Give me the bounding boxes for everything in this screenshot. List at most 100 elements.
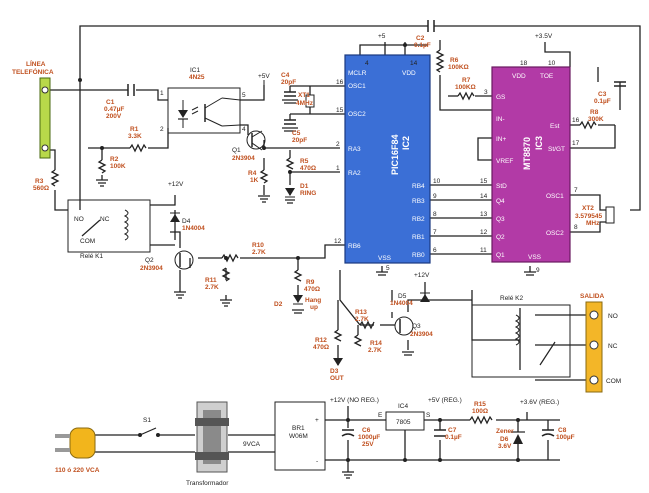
mt-pin-std: StD bbox=[496, 183, 507, 190]
r15-value: 100Ω bbox=[472, 408, 488, 415]
mt-pin-q4: Q4 bbox=[496, 198, 505, 205]
mt-num-8: 8 bbox=[574, 224, 578, 231]
terminal-screw bbox=[589, 340, 599, 350]
ground-icon bbox=[258, 195, 270, 203]
ic4-s: S bbox=[426, 412, 431, 419]
pic-num-6: 6 bbox=[433, 247, 437, 254]
mt-pin-inp: IN+ bbox=[496, 136, 507, 143]
junction-dot bbox=[438, 458, 442, 462]
ic1-pin2: 2 bbox=[160, 126, 164, 133]
r15-name: R15 bbox=[474, 401, 486, 408]
plug-prong bbox=[55, 448, 70, 452]
r14-value: 2.7K bbox=[368, 347, 382, 354]
pic-num-10: 10 bbox=[433, 178, 441, 185]
led-icon bbox=[178, 110, 188, 118]
ic4-part: 7805 bbox=[396, 419, 411, 426]
diode-d4-icon bbox=[170, 214, 180, 222]
r2-name: R2 bbox=[110, 156, 119, 163]
pic-num-12: 12 bbox=[334, 238, 342, 245]
r10-name: R10 bbox=[252, 242, 264, 249]
rail-12-label: +12V (NO REG.) bbox=[330, 397, 379, 404]
mt-pin-gs: GS bbox=[496, 94, 506, 101]
ground-icon bbox=[524, 266, 536, 276]
resistor-r8 bbox=[579, 120, 597, 130]
ground-icon bbox=[342, 471, 354, 479]
capacitor-c3 bbox=[614, 81, 626, 87]
vac-in-label: 110 ó 220 VCA bbox=[55, 467, 100, 474]
pic-num-15: 15 bbox=[336, 107, 344, 114]
pic-num-8: 8 bbox=[433, 211, 437, 218]
led-d2-icon bbox=[293, 295, 303, 303]
ic1-pin5: 5 bbox=[242, 92, 246, 99]
capacitor-c7 bbox=[434, 429, 446, 437]
junction-dot bbox=[288, 170, 292, 174]
r4-name: R4 bbox=[248, 170, 257, 177]
resistor-r7 bbox=[457, 91, 475, 101]
relay-k1-no: NO bbox=[74, 216, 84, 223]
rail-36-label: +3.6V (REG.) bbox=[520, 399, 559, 406]
resistor-r12 bbox=[333, 329, 343, 342]
capacitor-c2 bbox=[427, 20, 435, 32]
ic1-pin1: 1 bbox=[160, 90, 164, 97]
c6-value-2: 25V bbox=[362, 441, 374, 448]
ic1-name: IC1 bbox=[190, 67, 201, 74]
pic-pin-rb4: RB4 bbox=[412, 183, 425, 190]
vca-label: 9VCA bbox=[243, 441, 261, 448]
junction-dot bbox=[296, 256, 300, 260]
zener-label: Zener bbox=[496, 428, 514, 435]
junction-dot bbox=[346, 458, 350, 462]
c6-name: C6 bbox=[362, 427, 371, 434]
bridge-rectifier-br1 bbox=[274, 401, 326, 471]
ic4-e: E bbox=[378, 412, 383, 419]
resistor-r4 bbox=[259, 169, 269, 184]
ground-icon bbox=[402, 351, 414, 356]
terminal-screw bbox=[589, 375, 599, 385]
pic-pin-rb2: RB2 bbox=[412, 216, 425, 223]
d1-label: RING bbox=[300, 190, 316, 197]
r5-value: 470Ω bbox=[300, 165, 316, 172]
c6-value-1: 1000µF bbox=[358, 434, 380, 441]
transistor-q1 bbox=[246, 130, 266, 151]
c1-value-1: 0.47µF bbox=[104, 106, 124, 113]
q2-name: Q2 bbox=[145, 257, 154, 264]
mt-pin-inm: IN- bbox=[496, 116, 505, 123]
xt2-value-1: 3.579545 bbox=[575, 213, 602, 220]
mt-num-7: 7 bbox=[574, 187, 578, 194]
d5-part: 1N4004 bbox=[390, 300, 413, 307]
relay-k1-coil-icon bbox=[123, 209, 129, 241]
r5-name: R5 bbox=[300, 158, 309, 165]
r13-value: 2.7K bbox=[355, 316, 369, 323]
crystal-xt1-icon bbox=[305, 94, 315, 108]
capacitor-c5 bbox=[284, 119, 296, 125]
c2-name: C2 bbox=[416, 35, 425, 42]
phone-line-label-2: TELEFÓNICA bbox=[12, 67, 54, 76]
junction-dot bbox=[262, 146, 266, 150]
d6-name: D6 bbox=[500, 436, 509, 443]
phone-line-connector-body bbox=[39, 77, 51, 159]
plug-prong bbox=[55, 434, 70, 438]
mt-num-14: 14 bbox=[480, 193, 488, 200]
pic-num-4: 4 bbox=[365, 60, 369, 67]
capacitor-c8 bbox=[541, 429, 555, 437]
resistor-r3 bbox=[50, 169, 60, 187]
d6-value: 3.6V bbox=[498, 443, 512, 450]
r11-value: 2.7K bbox=[205, 284, 219, 291]
d5-name: D5 bbox=[398, 293, 407, 300]
c4-value: 20pF bbox=[281, 79, 296, 86]
d4-name: D4 bbox=[182, 218, 191, 225]
led-d1-icon bbox=[285, 188, 295, 196]
mt-num-11: 11 bbox=[480, 247, 487, 254]
salida-nc: NC bbox=[608, 343, 618, 350]
mt-pin-q2: Q2 bbox=[496, 234, 505, 241]
salida-no: NO bbox=[608, 313, 618, 320]
relay-k1-com: COM bbox=[80, 238, 95, 245]
switch-s1-icon bbox=[139, 427, 157, 436]
mt-pin-osc1: OSC1 bbox=[546, 193, 564, 200]
resistor-r11 bbox=[221, 267, 231, 282]
s1-name: S1 bbox=[143, 417, 151, 424]
junction-dot bbox=[403, 43, 407, 47]
relay-k1 bbox=[67, 199, 151, 253]
q3-part: 2N3904 bbox=[410, 331, 433, 338]
mt-num-10: 10 bbox=[548, 60, 556, 67]
